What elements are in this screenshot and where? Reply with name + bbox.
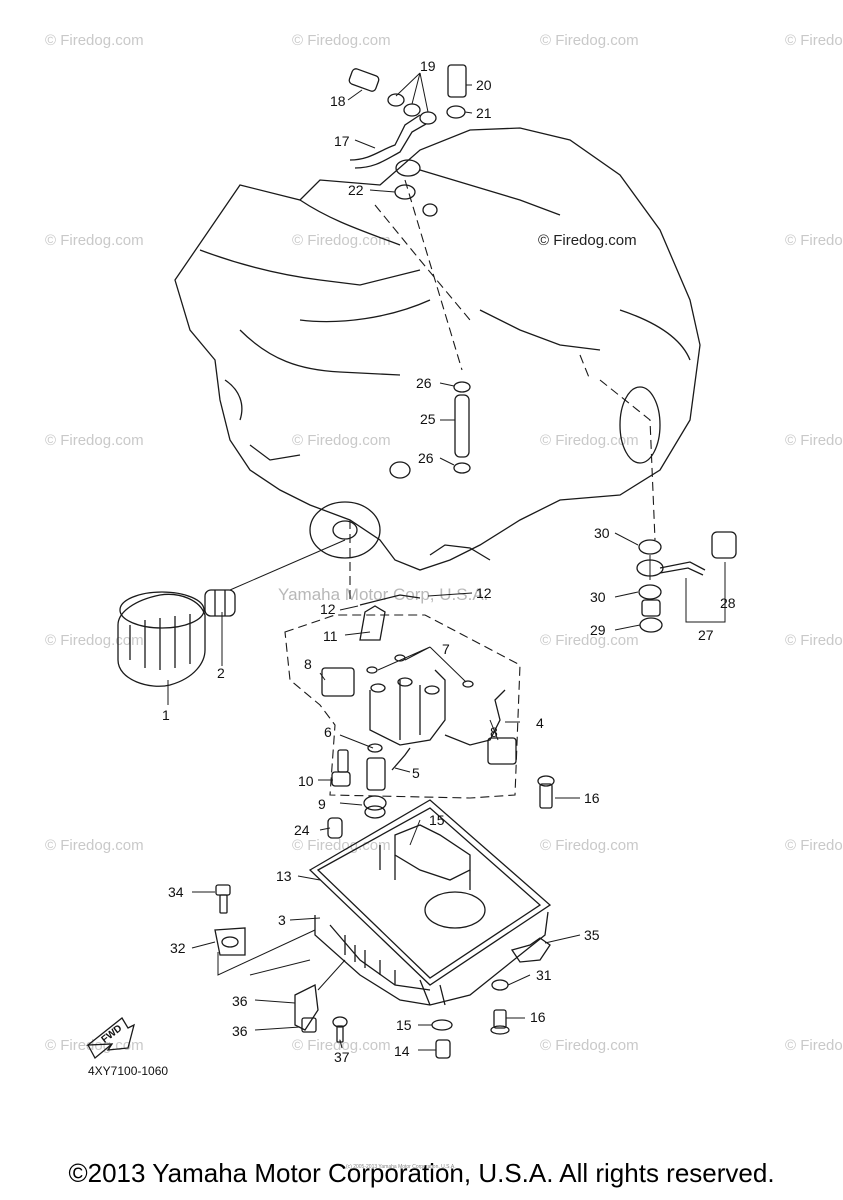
bolts-lower-left [214, 884, 348, 1043]
callout-6: 6 [324, 724, 332, 740]
watermark: © Firedog.com [540, 1037, 639, 1054]
oil-level-switch [636, 531, 737, 633]
callout-12b: 12 [476, 585, 492, 601]
callout-18: 16 [584, 790, 600, 806]
watermark: © Firedog.com [785, 632, 843, 649]
callout-23a: 21 [476, 105, 492, 121]
watermark: © Firedog.com [45, 632, 144, 649]
watermark: © Firedog.com [540, 632, 639, 649]
callout-16: 16 [530, 1009, 546, 1025]
callout-5: 5 [412, 765, 420, 781]
watermark: © Firedog.com [45, 837, 144, 854]
callout-4: 4 [536, 715, 544, 731]
callout-8b: 8 [490, 724, 498, 740]
watermark: © Firedog.com [785, 232, 843, 249]
watermark: © Firedog.com [45, 1037, 144, 1054]
callout-1: 1 [162, 707, 170, 723]
callout-20: 18 [330, 93, 346, 109]
watermark: © Firedog.com [540, 432, 639, 449]
callout-2: 2 [217, 665, 225, 681]
callout-32: 32 [170, 940, 186, 956]
watermark-grid: © Firedog.com © Firedog.com © Firedog.co… [45, 32, 843, 1054]
callout-29: 29 [590, 622, 606, 638]
watermark: © Firedog.com [785, 1037, 843, 1054]
callout-14: 14 [394, 1043, 410, 1059]
callout-26a: 26 [416, 375, 432, 391]
callout-22: 20 [476, 77, 492, 93]
watermark-featured: © Firedog.com [538, 232, 637, 249]
callout-9: 9 [318, 796, 326, 812]
callout-21: 19 [420, 58, 436, 74]
watermark: © Firedog.com [540, 837, 639, 854]
watermark: © Firedog.com [45, 232, 144, 249]
leader-lines [167, 72, 641, 1051]
watermark: © Firedog.com [292, 837, 391, 854]
callout-3: 3 [278, 912, 286, 928]
callout-8a: 8 [304, 656, 312, 672]
oil-pipe [453, 381, 471, 474]
callout-7: 7 [442, 641, 450, 657]
watermark: © Firedog.com [292, 32, 391, 49]
watermark: © Firedog.com [292, 432, 391, 449]
callout-36: 36 [232, 1023, 248, 1039]
callout-34: 35 [584, 927, 600, 943]
watermark-yamaha: Yamaha Motor Corp, U.S.A. [278, 585, 488, 604]
callout-23b: 22 [348, 182, 364, 198]
oil-filter [117, 591, 206, 687]
callout-12a: 12 [320, 601, 336, 617]
watermark: © Firedog.com [540, 32, 639, 49]
oil-strainer-assembly [284, 594, 521, 819]
fine-print: (c) 2005-2013 Yamaha Motor Corporation, … [346, 1164, 456, 1170]
callout-25: 25 [420, 411, 436, 427]
watermark: © Firedog.com [45, 32, 144, 49]
callout-labels: 18 19 20 21 17 22 26 25 26 30 30 29 28 2… [162, 58, 736, 1065]
callout-17: 15 [429, 812, 445, 828]
callout-30b: 30 [590, 589, 606, 605]
alignment-lines [229, 179, 656, 600]
callout-27: 27 [698, 627, 714, 643]
callout-15: 15 [396, 1017, 412, 1033]
callout-35: 36 [232, 993, 248, 1009]
callout-31: 31 [536, 967, 552, 983]
callout-13: 13 [276, 868, 292, 884]
oil-pan [308, 799, 552, 1059]
callout-33: 34 [168, 884, 184, 900]
watermark: © Firedog.com [785, 32, 843, 49]
callout-10: 10 [298, 773, 314, 789]
watermark: © Firedog.com [785, 837, 843, 854]
watermark: © Firedog.com [292, 232, 391, 249]
callout-24: 24 [294, 822, 310, 838]
watermark: © Firedog.com [785, 432, 843, 449]
callout-19: 17 [334, 133, 350, 149]
copyright-footer: ©2013 Yamaha Motor Corporation, U.S.A. A… [68, 1158, 775, 1188]
callout-30a: 30 [594, 525, 610, 541]
diagram-code: 4XY7100-1060 [88, 1064, 168, 1078]
oil-filter-union-bolt [204, 589, 236, 617]
callout-11: 11 [323, 628, 338, 644]
callout-26b: 26 [418, 450, 434, 466]
engine-crankcase [174, 127, 701, 571]
callout-28: 28 [720, 595, 736, 611]
callout-37: 37 [334, 1049, 350, 1065]
watermark: © Firedog.com [45, 432, 144, 449]
